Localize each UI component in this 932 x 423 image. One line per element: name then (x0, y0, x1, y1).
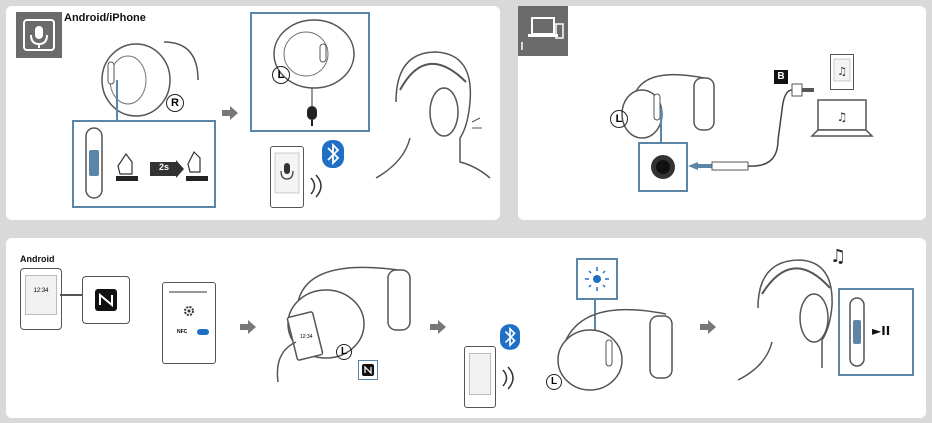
devices-icon (518, 6, 568, 56)
bluetooth-icon (322, 140, 344, 168)
play-pause-callout: ►II (838, 288, 914, 376)
timer-icon: 2s (158, 162, 169, 172)
mic-icon (16, 12, 62, 58)
button-press-callout (72, 120, 216, 208)
nfc-pairing-panel: Android 12:34 NFC (6, 238, 926, 418)
nfc-touch-illustration (268, 262, 418, 392)
left-side-marker: L (546, 374, 562, 390)
cable-label-b: B (774, 70, 788, 84)
microphone-callout (250, 12, 370, 132)
nfc-icon (82, 276, 130, 324)
svg-text:♫: ♫ (837, 65, 847, 78)
arrow-right-icon (222, 106, 238, 120)
play-pause-button[interactable]: ►II (872, 324, 891, 338)
left-side-marker: L (610, 110, 628, 128)
toggle-switch[interactable] (197, 329, 209, 335)
music-player-icon: ♫ (830, 54, 854, 90)
arrow-right-icon (700, 320, 716, 334)
bluetooth-icon (500, 324, 520, 350)
phone-screen (469, 353, 491, 395)
panel-title: Android/iPhone (64, 12, 146, 24)
phone-screen: 12:34 (25, 275, 57, 315)
arrow-right-icon (430, 320, 446, 334)
phone-bluetooth-illustration (464, 346, 496, 408)
callout-connector (594, 298, 596, 346)
signal-waves-icon (500, 366, 520, 390)
callout-connector (116, 80, 118, 120)
nfc-mark-icon (358, 360, 378, 380)
small-phone-clock: 12:34 (300, 334, 313, 340)
nfc-setting-row: NFC (169, 327, 209, 337)
phone-home-screen: 12:34 (20, 268, 62, 330)
headphone-jack-callout (638, 142, 688, 192)
gear-icon (183, 305, 195, 317)
led-indicator-callout (576, 258, 618, 300)
audio-cable (686, 70, 836, 180)
phone-settings-screen: NFC (162, 282, 216, 364)
signal-waves-icon (308, 174, 328, 198)
wired-connection-panel: L B ♫ ♫ (518, 6, 926, 220)
callout-connector (660, 108, 662, 142)
right-side-marker: R (166, 94, 184, 112)
left-side-marker: L (336, 344, 352, 360)
person-speaking-illustration (366, 42, 494, 192)
music-note-icon: ♫ (830, 246, 847, 267)
left-side-marker: L (272, 66, 290, 84)
settings-bar (169, 291, 207, 293)
svg-text:♫: ♫ (837, 110, 848, 124)
phone-voice-illustration (270, 146, 304, 208)
voice-assistant-panel: Android/iPhone R 2s (6, 6, 500, 220)
headphone-illustration (546, 304, 686, 394)
headphone-earcup-illustration (94, 36, 204, 118)
laptop-icon: ♫ (810, 96, 874, 142)
arrow-right-icon (240, 320, 256, 334)
headphone-illustration (614, 70, 724, 142)
nfc-callout-line (60, 294, 82, 296)
person-listening-illustration (732, 248, 852, 388)
phone-clock: 12:34 (33, 288, 49, 294)
panel-title: Android (20, 254, 55, 264)
